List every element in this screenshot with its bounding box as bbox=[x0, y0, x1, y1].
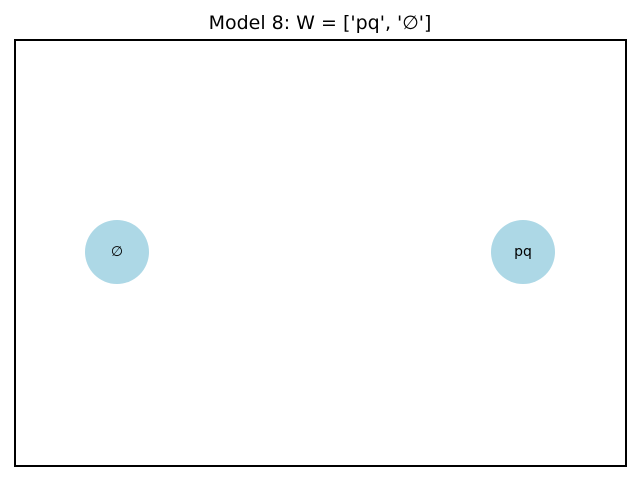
world-node-pq: pq bbox=[491, 220, 555, 284]
world-node-empty-set: ∅ bbox=[85, 220, 149, 284]
diagram-frame bbox=[14, 39, 627, 467]
world-node-label: ∅ bbox=[110, 244, 124, 260]
diagram-title: Model 8: W = ['pq', '∅'] bbox=[208, 12, 432, 34]
world-node-label: pq bbox=[514, 244, 532, 260]
